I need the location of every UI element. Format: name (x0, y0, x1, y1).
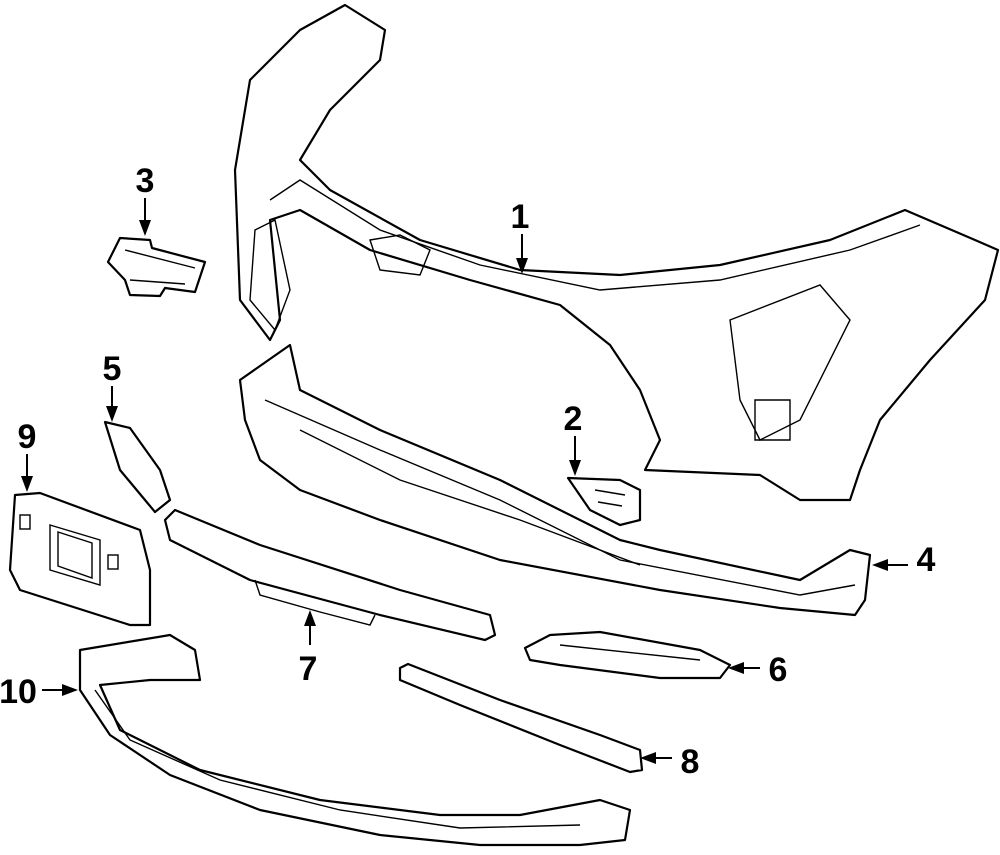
callout-9: 9 (18, 418, 37, 492)
callout-label: 3 (136, 162, 155, 200)
part-2-bracket (566, 476, 642, 527)
callout-7: 7 (299, 610, 318, 688)
callout-10: 10 (0, 673, 78, 711)
callout-4: 4 (872, 541, 936, 579)
callout-label: 1 (511, 198, 530, 236)
part-6-bezel (523, 630, 732, 680)
part-3-emblem (106, 236, 207, 298)
callout-3: 3 (136, 162, 155, 236)
callout-label: 8 (681, 743, 700, 781)
callout-5: 5 (103, 350, 122, 422)
callout-6: 6 (728, 651, 787, 689)
callout-label: 2 (564, 400, 583, 438)
callout-label: 10 (0, 673, 37, 711)
callout-label: 7 (299, 650, 318, 688)
part-7-trim-strip (163, 508, 497, 642)
part-4-lower-cover (238, 343, 872, 617)
part-10-deflector (78, 633, 632, 847)
callout-1: 1 (511, 198, 530, 274)
callout-label: 4 (917, 541, 936, 579)
part-5-side-bracket (103, 420, 172, 514)
callout-label: 5 (103, 350, 122, 388)
callout-label: 6 (769, 651, 788, 689)
callout-label: 9 (18, 418, 37, 456)
part-1-bumper-cover (233, 3, 1000, 502)
part-8-lower-molding (398, 662, 644, 774)
callout-8: 8 (640, 743, 699, 781)
part-9-license-bracket (8, 491, 152, 627)
callout-2: 2 (564, 400, 583, 476)
